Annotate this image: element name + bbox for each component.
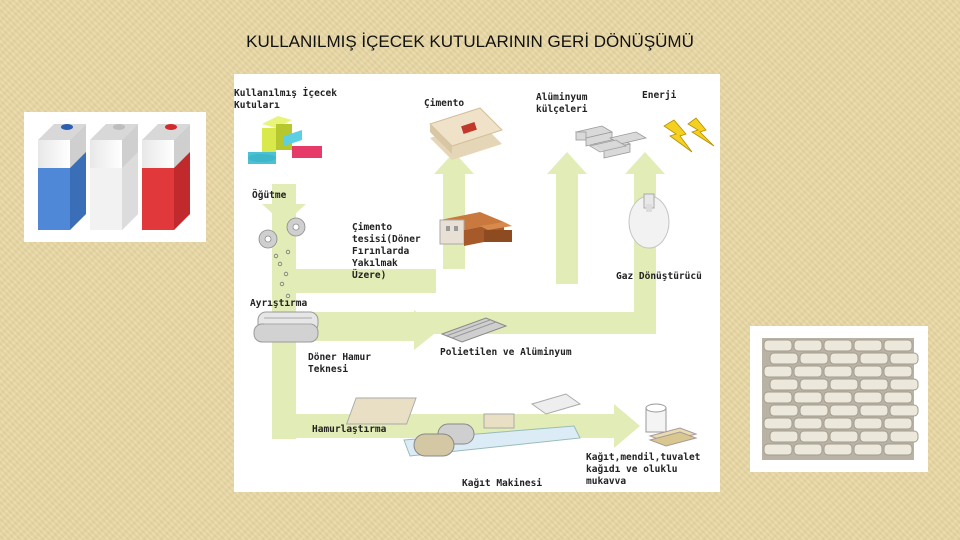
- cement-bag: [793, 443, 823, 456]
- cement-bag: [853, 443, 883, 456]
- cement-bag: [793, 339, 823, 352]
- cement-bag: [799, 404, 829, 417]
- cement-bag: [763, 417, 793, 430]
- cement-bags-photo: [750, 326, 928, 472]
- label-grinding: Öğütme: [252, 190, 287, 201]
- carton-photo: [24, 112, 206, 242]
- cement-bag: [829, 430, 859, 443]
- granules: [273, 249, 291, 299]
- label-gas-converter: Gaz Dönüştürücü: [616, 271, 702, 282]
- cement-bag: [859, 430, 889, 443]
- slide-title: KULLANILMIŞ İÇECEK KUTULARININ GERİ DÖNÜ…: [246, 32, 694, 51]
- arrow-up-cement: [434, 152, 474, 174]
- paper-products-icon: [645, 403, 698, 447]
- separation-rollers-icon: [253, 311, 319, 343]
- arrow-right-paper: [614, 404, 640, 448]
- cement-bag: [883, 417, 913, 430]
- cement-bag: [799, 378, 829, 391]
- cement-bag: [823, 417, 853, 430]
- cement-bag: [883, 443, 913, 456]
- arrow-down-grinding: [262, 204, 306, 224]
- cement-bag: [769, 352, 799, 365]
- arrow-right-pe-al: [414, 310, 439, 350]
- cement-bag: [883, 339, 913, 352]
- cement-bag: [889, 430, 919, 443]
- cement-bag: [853, 365, 883, 378]
- arrow-up-energy: [625, 152, 665, 174]
- label-energy: Enerji: [642, 90, 677, 101]
- label-cement: Çimento: [424, 98, 465, 109]
- aluminum-ingots-icon: [574, 125, 648, 159]
- cement-bag: [883, 391, 913, 404]
- label-paper-products: Kağıt,mendil,tuvalet kağıdı ve oluklu mu…: [586, 452, 701, 487]
- cement-bag: [853, 339, 883, 352]
- cement-bag: [853, 391, 883, 404]
- cement-bag: [763, 443, 793, 456]
- cement-bag: [793, 417, 823, 430]
- cement-bag: [769, 404, 799, 417]
- label-pe-al: Polietilen ve Alüminyum: [440, 347, 572, 358]
- cement-bag: [823, 365, 853, 378]
- recycling-process-diagram: Kullanılmış İçecek Kutuları Çimento Alüm…: [234, 74, 720, 492]
- cement-bag: [859, 378, 889, 391]
- carton-red: [142, 124, 190, 230]
- cement-bag: [853, 417, 883, 430]
- label-separation: Ayrıştırma: [250, 298, 308, 309]
- label-pulping: Hamurlaştırma: [312, 424, 387, 435]
- label-paper-machine: Kağıt Makinesi: [462, 478, 543, 489]
- label-cement-plant: Çimento tesisi(Döner Fırınlarda Yakılmak…: [352, 222, 421, 281]
- cement-bag: [763, 365, 793, 378]
- cement-bag: [793, 365, 823, 378]
- paper-machine-icon: [345, 393, 582, 457]
- flow-arrows: [262, 152, 665, 448]
- cement-bag: [823, 391, 853, 404]
- cement-bag: [799, 352, 829, 365]
- pe-al-sheet-icon: [440, 317, 508, 343]
- cement-bag: [823, 339, 853, 352]
- label-aluminum-ingots: Alüminyum külçeleri: [536, 92, 588, 115]
- cement-bag: [859, 404, 889, 417]
- cement-bag: [889, 378, 919, 391]
- used-cartons-icon: [248, 116, 322, 164]
- cement-bag: [763, 339, 793, 352]
- cement-bag: [769, 430, 799, 443]
- cement-plant-factory-icon: [439, 212, 512, 246]
- cement-bags-icon: [429, 107, 503, 160]
- cement-bag: [859, 352, 889, 365]
- label-rotary-pulp-tank: Döner Hamur Teknesi: [308, 352, 371, 375]
- cement-bag: [889, 404, 919, 417]
- carton-blue: [38, 124, 86, 230]
- cement-bag: [829, 404, 859, 417]
- cement-bag: [889, 352, 919, 365]
- cement-bag: [823, 443, 853, 456]
- energy-lightning-icon: [663, 117, 715, 153]
- cement-bag: [793, 391, 823, 404]
- cement-bag: [799, 430, 829, 443]
- arrow-up-aluminum: [547, 152, 587, 174]
- cement-bag: [829, 352, 859, 365]
- grinding-gears-icon: [258, 217, 306, 249]
- gas-converter-icon: [628, 193, 670, 249]
- label-used-cartons: Kullanılmış İçecek Kutuları: [234, 88, 337, 111]
- carton-white: [90, 124, 138, 230]
- cement-bag: [829, 378, 859, 391]
- cement-bag: [883, 365, 913, 378]
- cement-bag: [763, 391, 793, 404]
- cement-bag: [769, 378, 799, 391]
